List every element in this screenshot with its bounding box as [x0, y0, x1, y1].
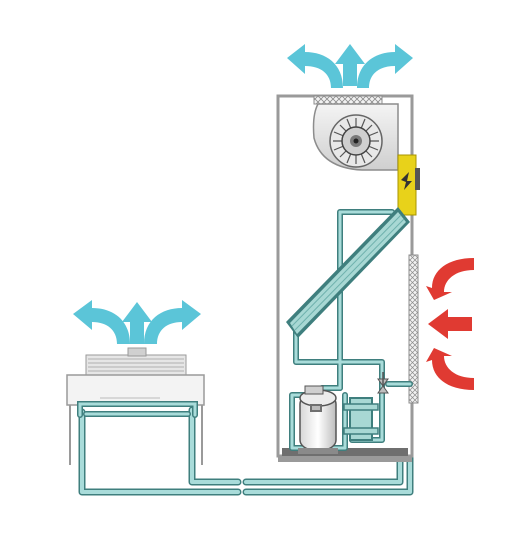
compressor [298, 385, 338, 454]
side-air-filter [408, 254, 419, 404]
arrow-curve-right-icon [144, 300, 201, 344]
arrow-curve-in-top-icon [426, 258, 474, 300]
arrow-curve-left-icon [287, 44, 343, 88]
blower-fan [312, 103, 399, 171]
arrow-left-icon [428, 309, 472, 339]
outdoor-condenser [66, 347, 205, 465]
top-air-filter [313, 95, 383, 105]
arrow-curve-right-icon [357, 44, 413, 88]
evaporator-coil [286, 207, 410, 338]
inflow-arrows [426, 258, 474, 390]
electric-box [397, 154, 420, 216]
arrow-curve-in-bottom-icon [426, 348, 474, 390]
arrow-curve-left-icon [73, 300, 130, 344]
arrow-up-icon [122, 302, 152, 344]
filter-drier [343, 397, 379, 441]
arrow-up-icon [335, 44, 365, 86]
outflow-arrows-condenser [73, 300, 201, 344]
expansion-valve [377, 372, 389, 394]
lightning-bolt-icon [401, 172, 412, 190]
outflow-arrows-cabinet [287, 44, 413, 88]
